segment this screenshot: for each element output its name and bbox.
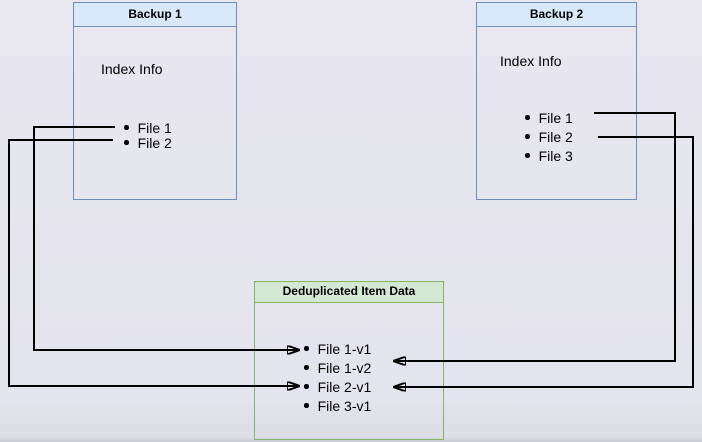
backup1-file-item: File 1 [124,119,172,136]
dedup-item: File 1-v1 [304,339,371,358]
backup2-file-item: File 1 [525,108,573,127]
dedup-item: File 3-v1 [304,396,371,415]
deduplicated-item-data-box: Deduplicated Item Data File 1-v1 File 1-… [254,281,444,440]
backup2-index-info-label: Index Info [500,53,562,69]
file-label: File 2 [137,134,172,151]
bullet-icon [124,140,129,145]
file-label: File 1 [137,119,172,136]
backup1-file-list: File 1 File 2 [124,119,172,151]
backup2-file-list: File 1 File 2 File 3 [525,108,573,165]
backup2-file-item: File 2 [525,127,573,146]
backup1-title: Backup 1 [74,3,236,27]
bullet-icon [525,153,530,158]
dedup-title: Deduplicated Item Data [255,282,443,303]
file-label: File 1-v2 [317,359,372,376]
backup1-index-info-label: Index Info [101,61,163,77]
bullet-icon [124,125,129,130]
backup2-title: Backup 2 [477,3,636,27]
file-label: File 3-v1 [317,397,372,414]
dedup-item-list: File 1-v1 File 1-v2 File 2-v1 File 3-v1 [304,339,371,415]
file-label: File 1-v1 [317,340,372,357]
dedup-item: File 1-v2 [304,358,371,377]
file-label: File 3 [538,147,573,164]
backup2-box: Backup 2 Index Info File 1 File 2 File 3 [476,2,637,200]
bullet-icon [304,346,309,351]
bullet-icon [304,403,309,408]
backup1-box: Backup 1 Index Info File 1 File 2 [73,2,237,200]
bullet-icon [304,365,309,370]
bullet-icon [304,384,309,389]
file-label: File 2 [538,128,573,145]
bullet-icon [525,134,530,139]
backup1-file-item: File 2 [124,134,172,151]
dedup-item: File 2-v1 [304,377,371,396]
bullet-icon [525,115,530,120]
backup2-file-item: File 3 [525,146,573,165]
file-label: File 2-v1 [317,378,372,395]
file-label: File 1 [538,109,573,126]
